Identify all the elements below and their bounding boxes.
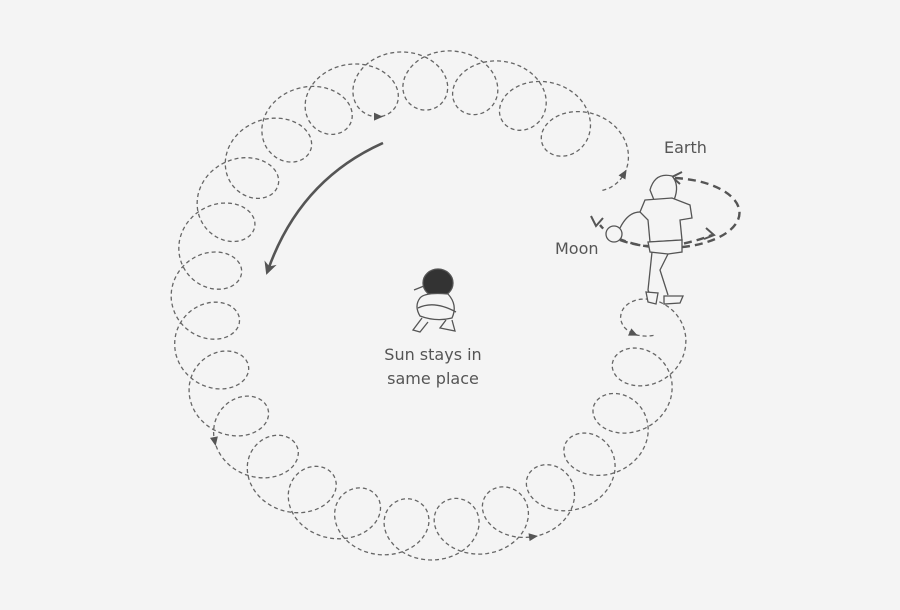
arrowhead-icon bbox=[373, 112, 383, 121]
boy-earth-figure bbox=[605, 174, 693, 305]
orbit-arrowheads bbox=[210, 112, 638, 542]
sun-label-line2: same place bbox=[387, 369, 479, 388]
moon-ball bbox=[605, 225, 623, 243]
arrowhead-icon bbox=[528, 533, 538, 542]
arrowhead-icon bbox=[590, 215, 604, 228]
girl-sun-figure bbox=[411, 268, 457, 333]
sun-label-line1: Sun stays in bbox=[384, 345, 481, 364]
direction-arrow bbox=[264, 141, 384, 275]
earth-label: Earth bbox=[664, 138, 707, 157]
arrowhead-icon bbox=[703, 227, 716, 240]
moon-label: Moon bbox=[555, 239, 599, 258]
arrowhead-icon bbox=[210, 436, 218, 446]
arrowhead-icon bbox=[628, 328, 638, 336]
arrowhead-icon bbox=[618, 169, 627, 180]
